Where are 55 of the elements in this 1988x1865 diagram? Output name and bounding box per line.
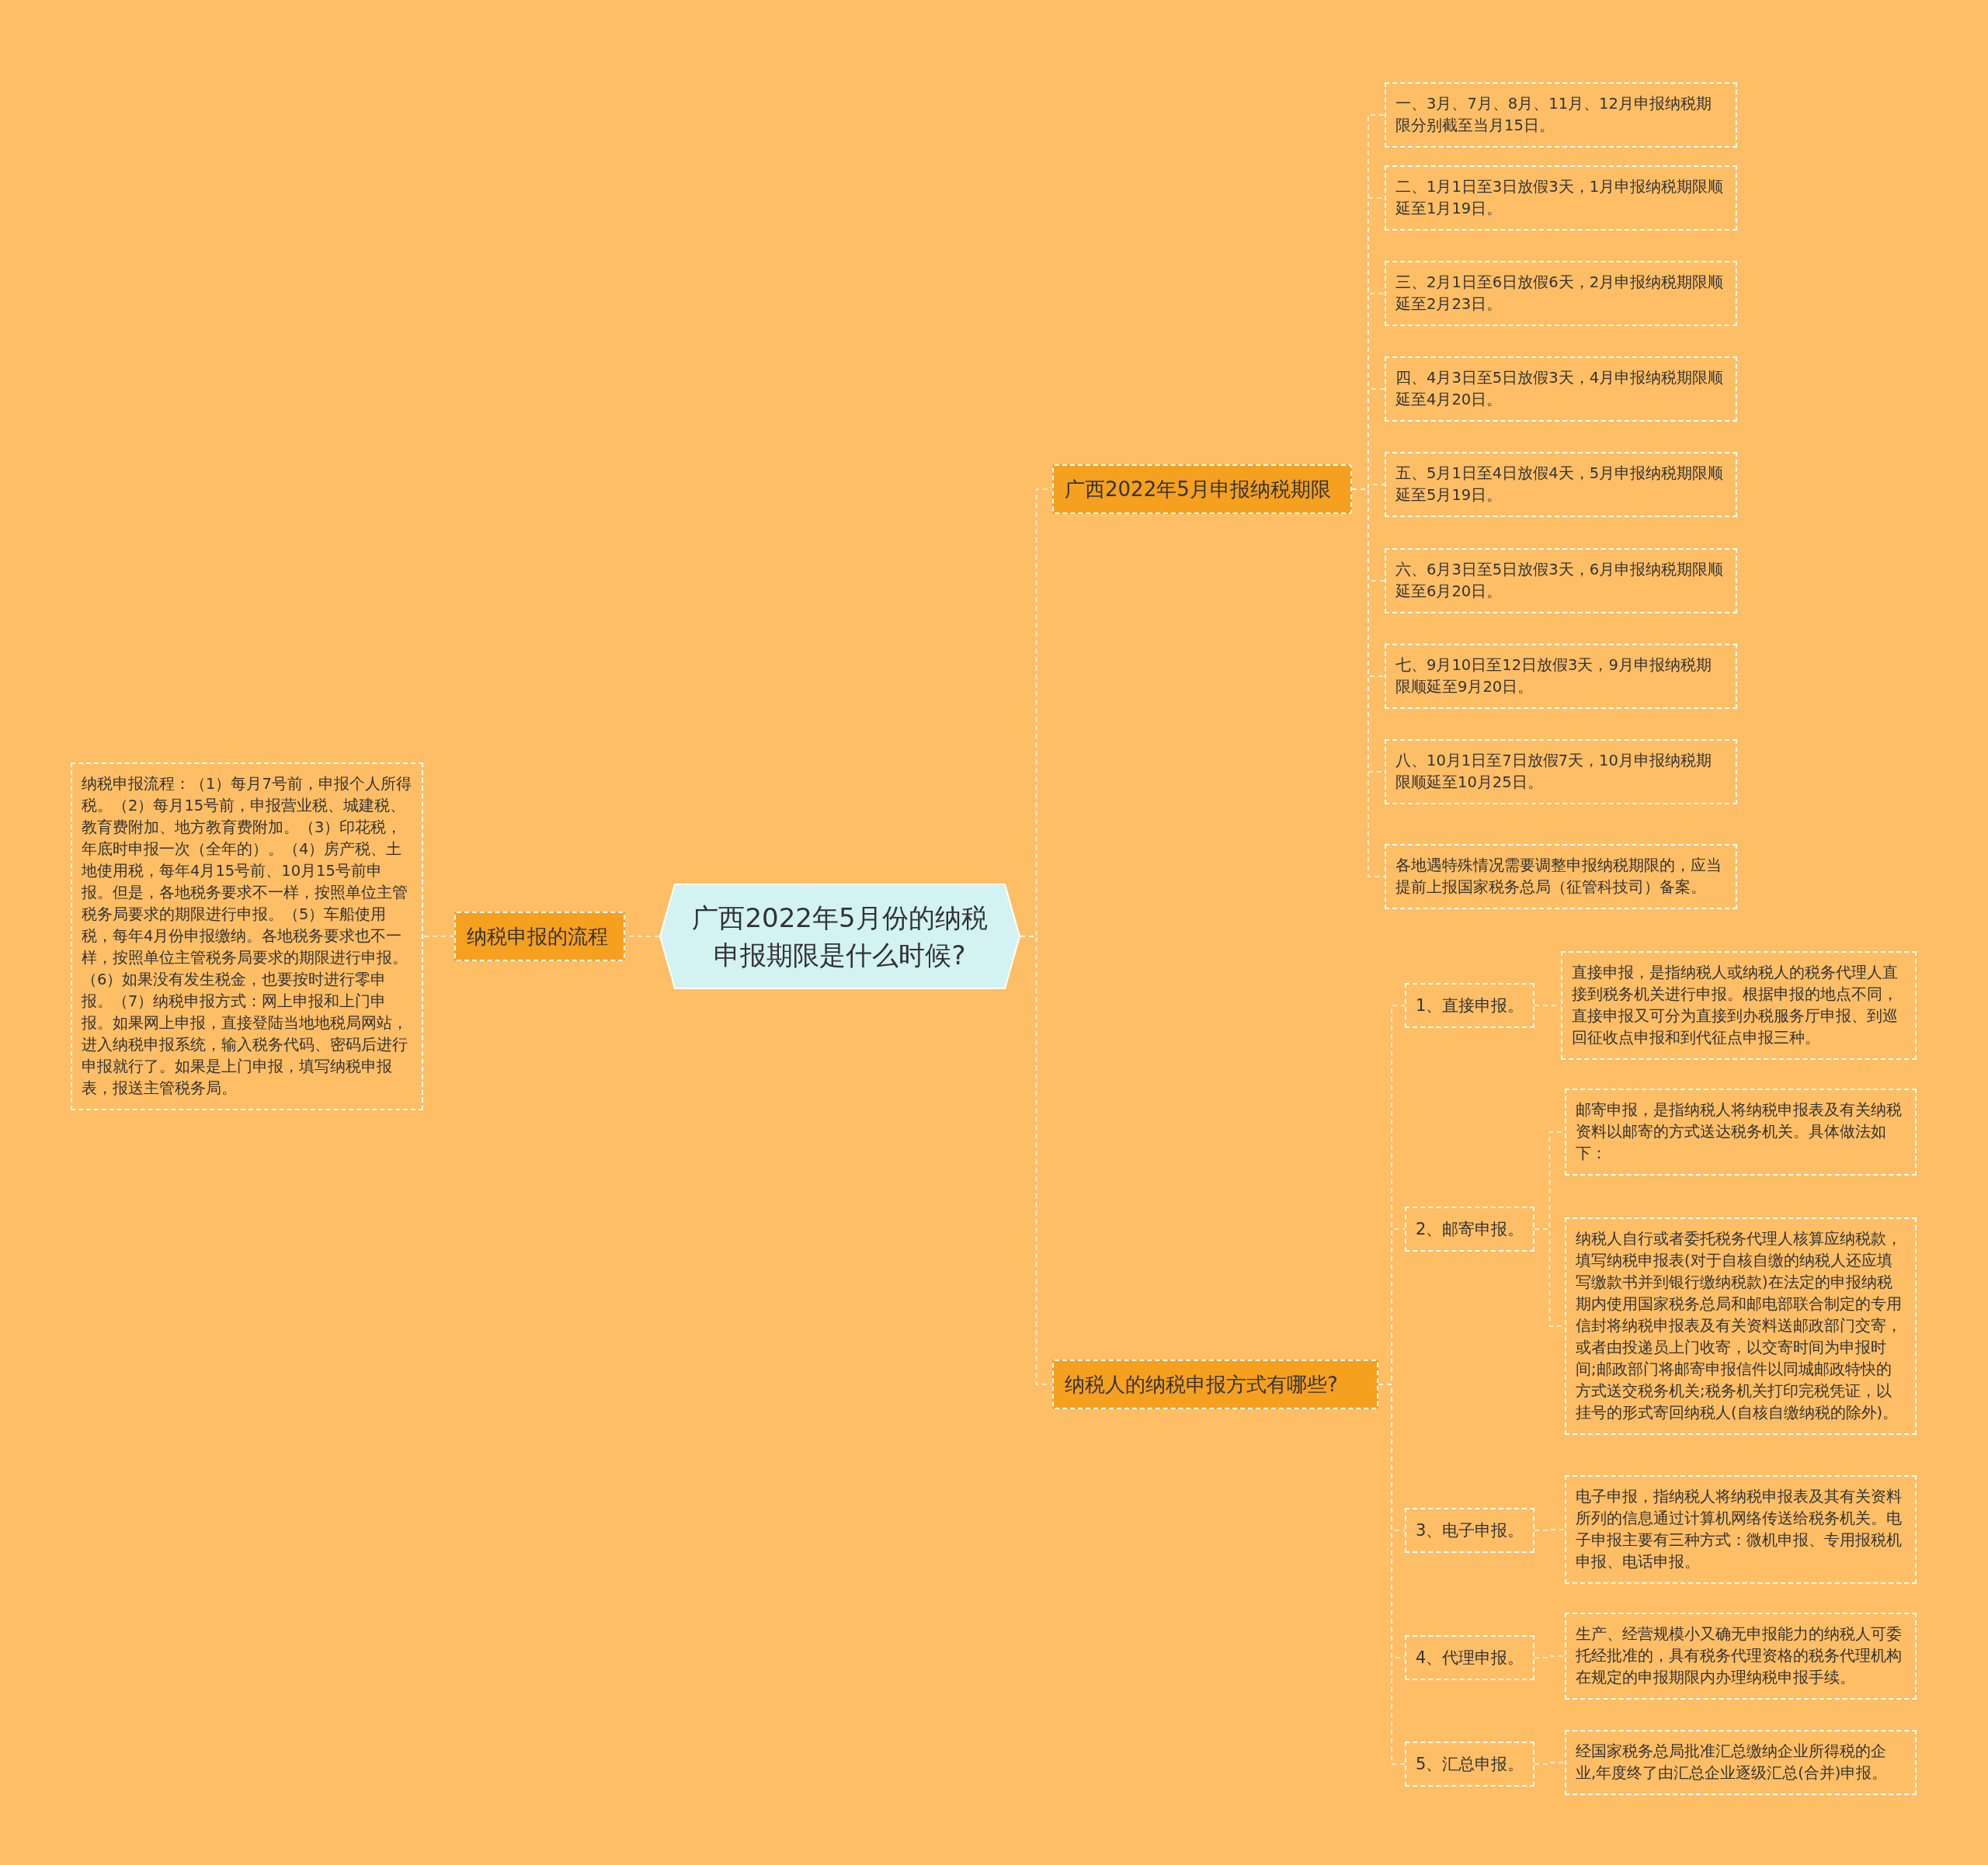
subtopic-box: [1405, 1207, 1534, 1252]
topic-text: 纳税人自行或者委托税务代理人核算应纳税款，填写纳税申报表(对于自核自缴的纳税人还应填写缴款书并到银行缴纳税款)在法定的申报纳税期内使用国家税务总局和邮电部联合制定的专用信封将纳税申报表及有关资料送邮政部门交寄，或者由投递员上门收寄，以交寄时间为申报时间;邮政部门将邮寄申报信件以同城邮政特快的方式送交税务机关;税务机关打印完税凭证，以挂号的形式寄回纳税人(自核自缴纳税的除外)。: [1576, 1229, 1903, 1423]
topic-text: 电子申报，指纳税人将纳税申报表及其有关资料所列的信息通过计算机网络传送给税务机关。电子申报主要有三种方式：微机申报、专用报税机申报、电话申报。: [1576, 1487, 1903, 1572]
subtopic-box: [1405, 1635, 1534, 1680]
topic-text: 2、邮寄申报。: [1416, 1219, 1524, 1240]
note-box: [1385, 452, 1737, 517]
subtopic-box: [1405, 1508, 1534, 1553]
note-box: [1565, 1089, 1917, 1176]
topic-text: 5、汇总申报。: [1416, 1754, 1524, 1775]
topic-text: 四、4月3日至5日放假3天，4月申报纳税期限顺延至4月20日。: [1395, 368, 1725, 410]
topic-text: 纳税人的纳税申报方式有哪些?: [1065, 1372, 1339, 1398]
note-box: [1565, 1613, 1917, 1700]
connector-line: [422, 936, 455, 937]
note-box: [1565, 1730, 1917, 1795]
topic-text: 七、9月10日至12日放假3天，9月申报纳税期限顺延至9月20日。: [1395, 655, 1712, 697]
note-box: [1385, 844, 1737, 909]
connector-line: [1020, 936, 1053, 1385]
subtopic-box: [1405, 983, 1534, 1028]
note-box: [1385, 82, 1737, 148]
topic-text: 一、3月、7月、8月、11月、12月申报纳税期限分别截至当月15日。: [1395, 94, 1712, 136]
topic-text: 生产、经营规模小又确无申报能力的纳税人可委托经批准的，具有税务代理资格的税务代理机构在规定的申报期限内办理纳税申报手续。: [1576, 1624, 1903, 1688]
topic-text: 广西2022年5月份的纳税申报期限是什么时候?: [691, 901, 989, 972]
topic-text: 六、6月3日至5日放假3天，6月申报纳税期限顺延至6月20日。: [1395, 560, 1725, 602]
note-box: [1385, 261, 1737, 326]
topic-text: 纳税申报流程：（1）每月7号前，申报个人所得税。（2）每月15号前，申报营业税、城建税、教育费附加、地方教育费附加。（3）印花税，年底时申报一次（全年的）。（4）房产税、土地使用税，每年4月15号前、10月15号前申报。但是，各地税务要求不一样，按照单位主管税务局要求的期限进行申报。（5）车船使用税，每年4月份申报缴纳。各地税务要求也不一样，按照单位主管税务局要求的期限进行申报。（6）如果没有发生税金，也要按时进行零申报。（7）纳税申报方式：网上申报和上门申报。如果网上申报，直接登陆当地地税局网站，进入纳税申报系统，输入税务代码、密码后进行申报就行了。如果是上门申报，填写纳税申报表，报送主管税务局。: [82, 774, 412, 1099]
note-box: [1561, 951, 1917, 1060]
connector-line: [1534, 1655, 1566, 1658]
topic-text: 4、代理申报。: [1416, 1648, 1524, 1669]
note-box: [1385, 739, 1737, 804]
topic-box: [1052, 1360, 1378, 1409]
topic-box: [454, 912, 625, 961]
connector-line: [1534, 1529, 1566, 1531]
topic-text: 纳税申报的流程: [467, 924, 609, 950]
note-box: [1385, 548, 1737, 613]
topic-text: 五、5月1日至4日放假4天，5月申报纳税期限顺延至5月19日。: [1395, 464, 1725, 505]
connector-line: [1534, 1762, 1566, 1765]
topic-text: 1、直接申报。: [1416, 995, 1524, 1016]
topic-text: 八、10月1日至7日放假7天，10月申报纳税期限顺延至10月25日。: [1395, 751, 1712, 793]
note-box: [1385, 165, 1737, 231]
topic-text: 3、电子申报。: [1416, 1520, 1524, 1541]
central-topic: [659, 884, 1020, 989]
topic-text: 经国家税务总局批准汇总缴纳企业所得税的企业,年度终了由汇总企业逐级汇总(合并)申报。: [1576, 1742, 1889, 1783]
topic-text: 三、2月1日至6日放假6天，2月申报纳税期限顺延至2月23日。: [1395, 273, 1725, 314]
topic-text: 二、1月1日至3日放假3天，1月申报纳税期限顺延至1月19日。: [1395, 177, 1725, 219]
note-box: [1565, 1217, 1917, 1435]
topic-text: 广西2022年5月申报纳税期限: [1065, 477, 1332, 502]
topic-text: 直接申报，是指纳税人或纳税人的税务代理人直接到税务机关进行申报。根据申报的地点不同，直接申报又可分为直接到办税服务厅申报、到巡回征收点申报和到代征点申报三种。: [1572, 963, 1899, 1048]
note-box: [1385, 356, 1737, 422]
subtopic-box: [1405, 1742, 1534, 1787]
topic-text: 邮寄申报，是指纳税人将纳税申报表及有关纳税资料以邮寄的方式送达税务机关。具体做法如下：: [1576, 1100, 1903, 1164]
topic-text: 各地遇特殊情况需要调整申报纳税期限的，应当提前上报国家税务总局（征管科技司）备案。: [1395, 856, 1722, 898]
connector-line: [1534, 1005, 1562, 1006]
note-box: [1565, 1475, 1917, 1584]
note-box: [1385, 644, 1737, 709]
topic-box: [1052, 464, 1352, 514]
